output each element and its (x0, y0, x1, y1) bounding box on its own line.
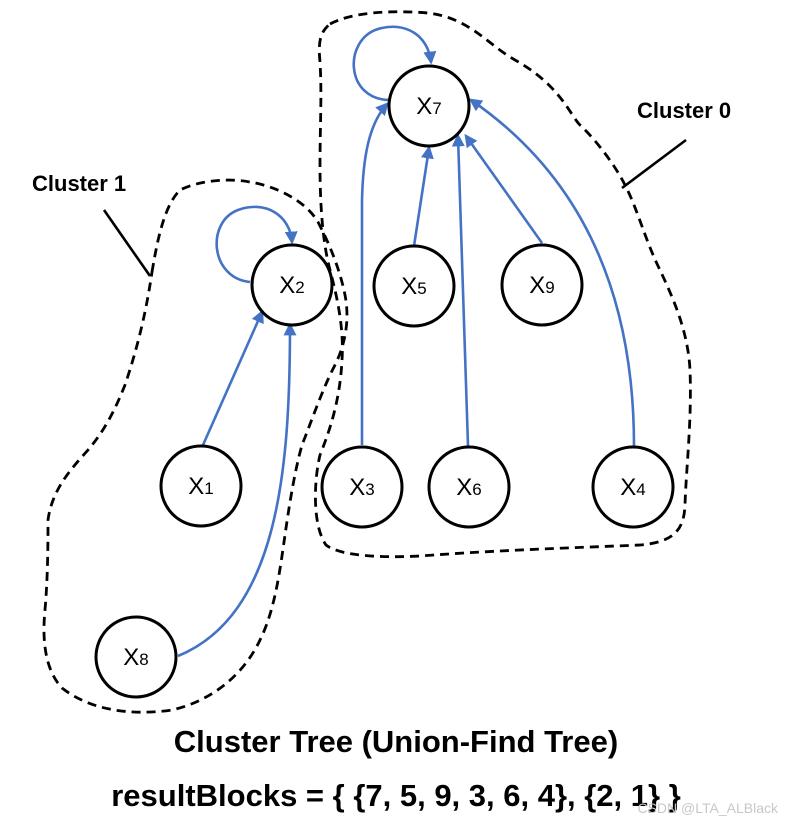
cluster-1-boundary (42, 178, 349, 714)
node-x7: X7 (387, 64, 471, 148)
svg-text:X1: X1 (188, 473, 213, 500)
cluster-1-leader (102, 209, 152, 277)
cluster-0-label: Cluster 0 (637, 98, 731, 123)
node-x5: X5 (372, 244, 456, 328)
svg-text:X4: X4 (620, 474, 645, 501)
svg-text:X8: X8 (123, 644, 148, 671)
node-x9: X9 (500, 243, 584, 327)
svg-text:X7: X7 (416, 93, 441, 120)
svg-text:X6: X6 (456, 474, 481, 501)
edge-x8-to-x2 (177, 322, 297, 658)
edge-x4-to-x7 (468, 98, 636, 447)
node-x8: X8 (94, 615, 178, 699)
cluster-0-boundary (314, 10, 692, 559)
caption-result-blocks: resultBlocks = { {7, 5, 9, 3, 6, 4}, {2,… (111, 778, 681, 813)
cluster-0-leader (621, 138, 687, 190)
watermark: CSDN @LTA_ALBlack (637, 800, 778, 816)
caption-title: Cluster Tree (Union-Find Tree) (173, 724, 619, 759)
cluster-1-label: Cluster 1 (32, 171, 126, 196)
node-x1: X1 (159, 444, 243, 528)
edge-x6-to-x7 (451, 133, 470, 447)
svg-text:X5: X5 (401, 273, 426, 300)
edge-x3-to-x7 (360, 102, 389, 445)
edge-x9-to-x7 (464, 133, 544, 244)
node-x2: X2 (250, 243, 334, 327)
node-x3: X3 (320, 445, 404, 529)
svg-text:X9: X9 (529, 272, 554, 299)
node-x6: X6 (427, 445, 511, 529)
edge-x7-self-loop (352, 25, 437, 102)
svg-text:X3: X3 (349, 474, 374, 501)
edge-x2-self-loop (215, 205, 298, 284)
node-x4: X4 (591, 445, 675, 529)
edge-x5-to-x7 (412, 145, 434, 247)
svg-text:X2: X2 (279, 272, 304, 299)
edge-x1-to-x2 (201, 309, 264, 446)
